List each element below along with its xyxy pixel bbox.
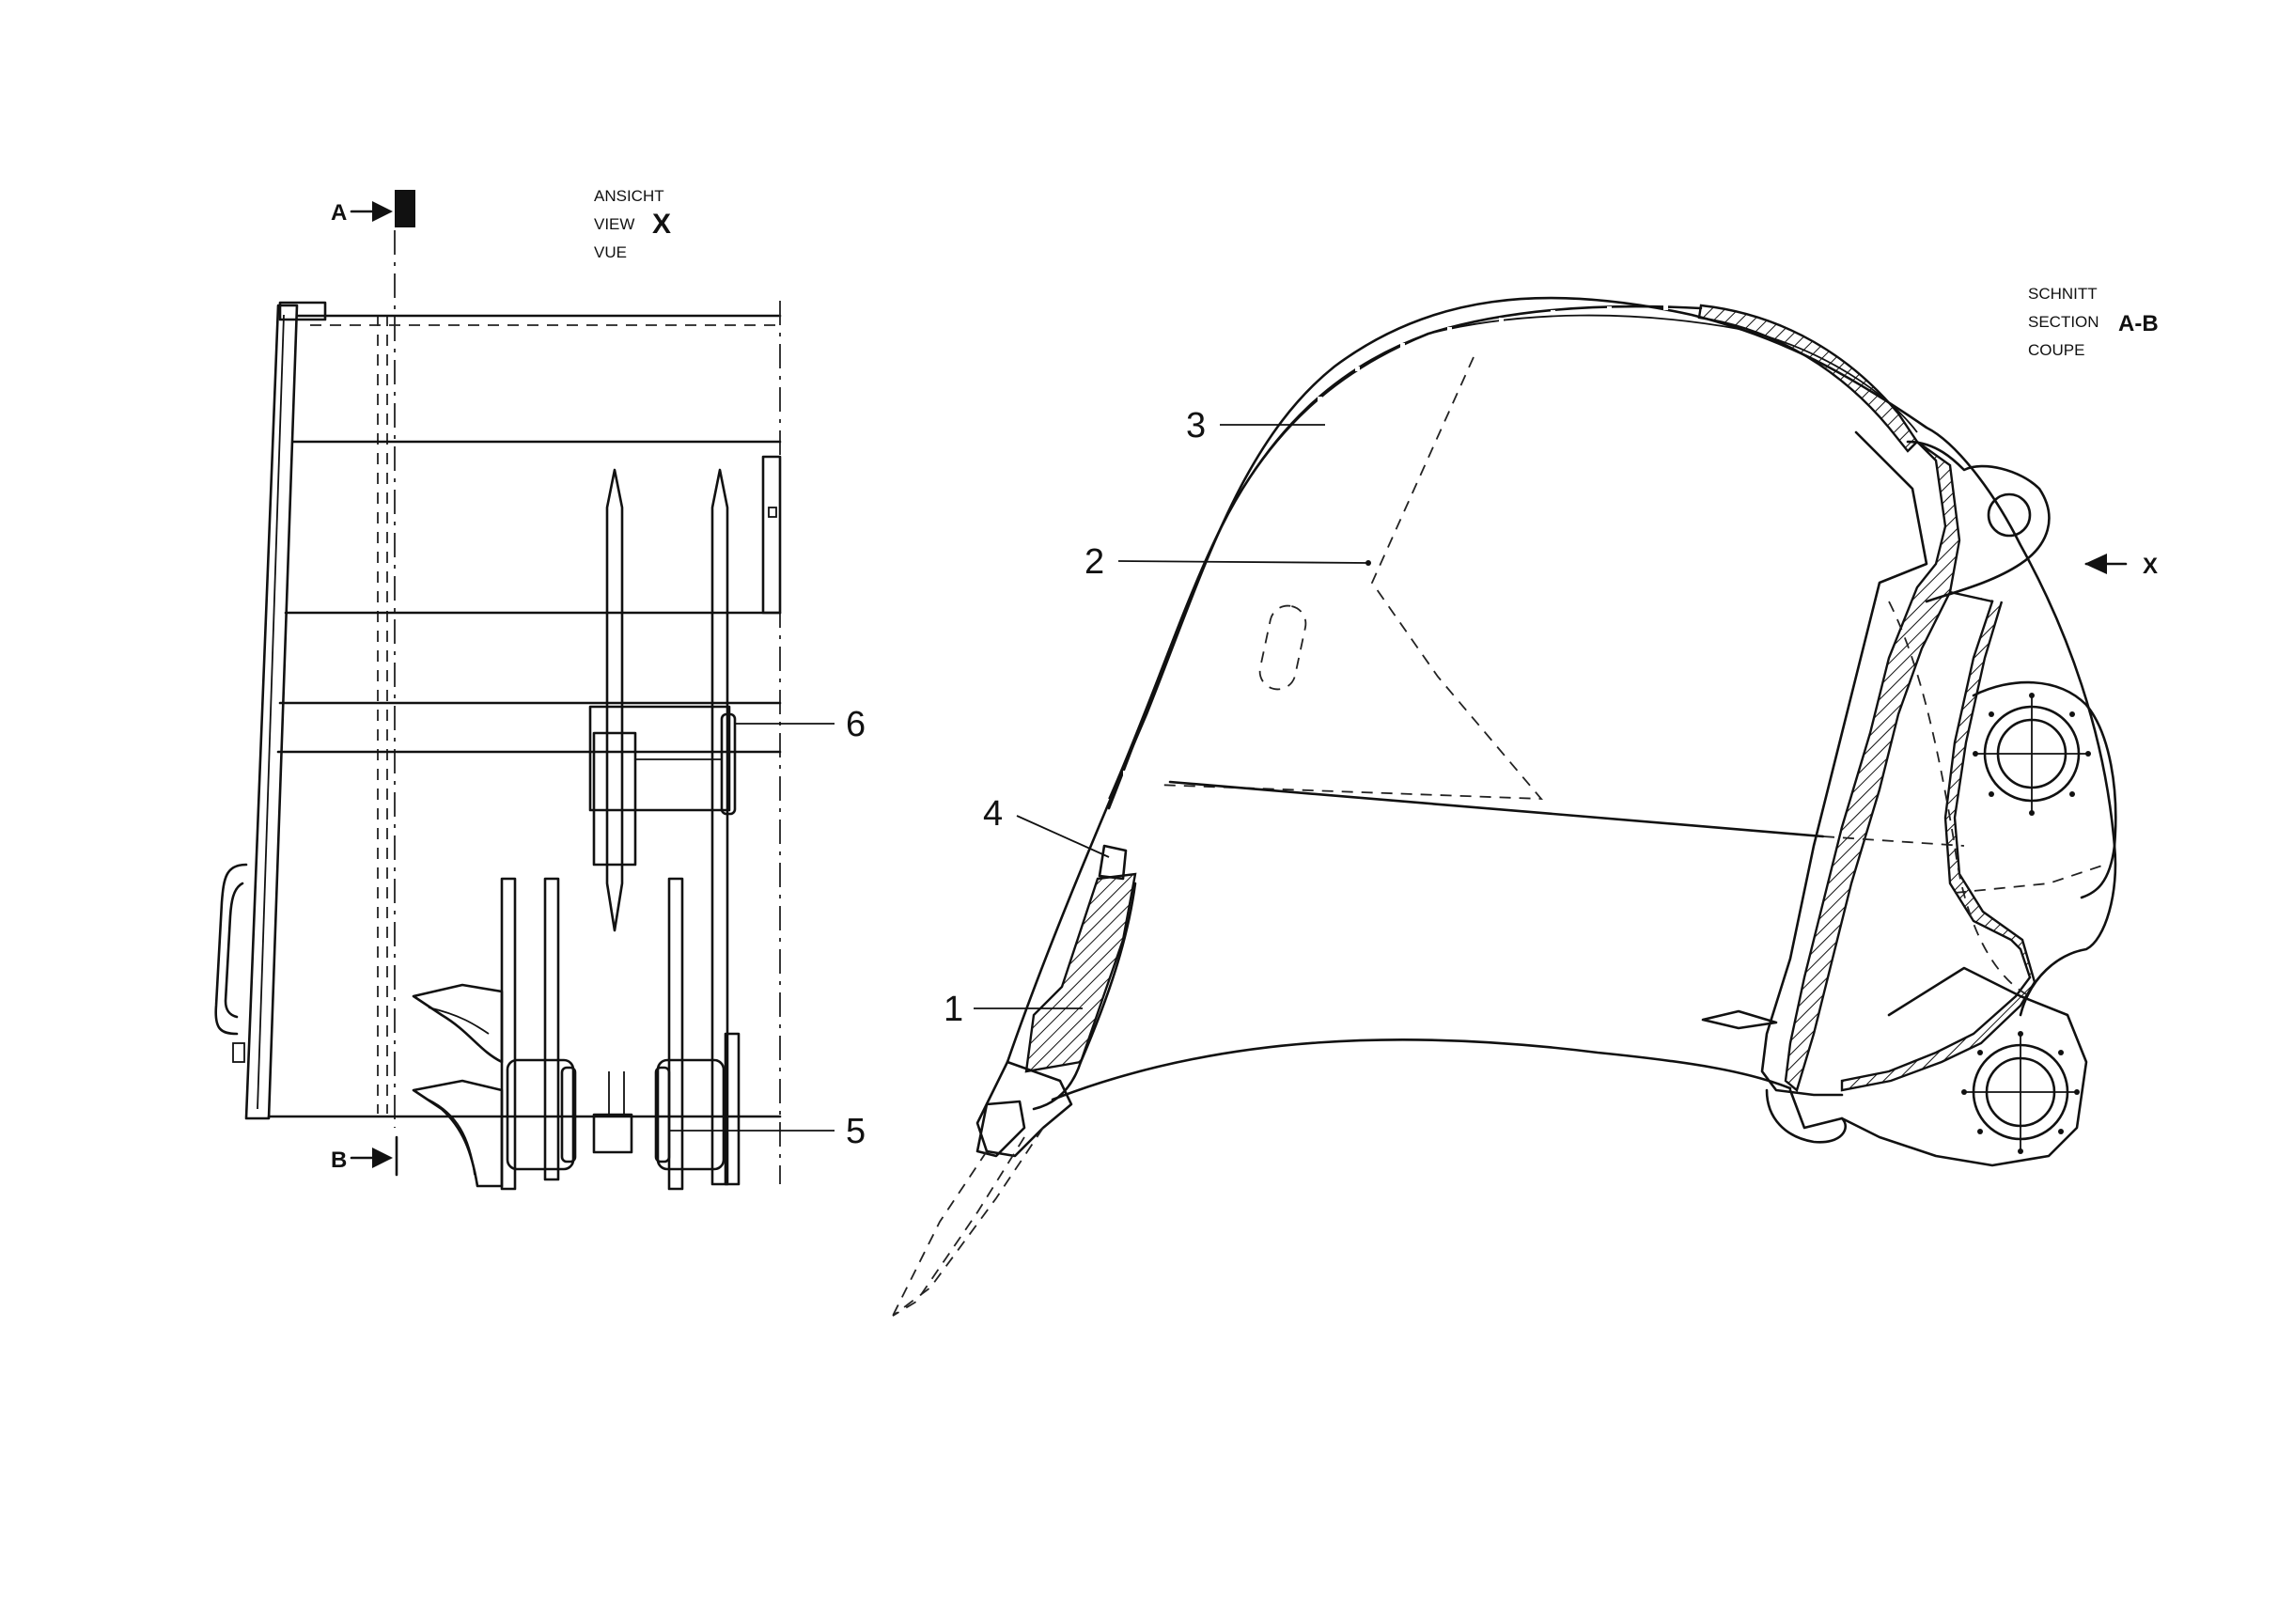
- section-letters: A-B: [2118, 311, 2159, 336]
- tooth-upper-line: [428, 1007, 490, 1035]
- tooth-ghost-3: [892, 1127, 1044, 1317]
- callout-2: 2: [1084, 542, 1104, 582]
- lifting-eye-boss: [1906, 440, 2051, 603]
- hidden-side-plate: [1155, 356, 1544, 800]
- lower-boss-right: [656, 1058, 726, 1171]
- side-hook-tab: [232, 1042, 245, 1063]
- hidden-rear-line-2: [1954, 864, 2106, 894]
- view-x-letter: X: [652, 209, 671, 240]
- upper-pivot-housing: [1972, 680, 2117, 899]
- lower-lug-4: [724, 1032, 741, 1186]
- upper-boss-left: [592, 731, 637, 867]
- tooth-ghost-2: [892, 1136, 1025, 1317]
- callout-1: 1: [944, 990, 963, 1029]
- upper-lug-right: [710, 468, 729, 1186]
- view-x-drawing: ANSICHT VIEW VUE X A B: [214, 187, 866, 1191]
- rear-frame-inner-outline: [1760, 430, 1928, 1097]
- callout-6: 6: [846, 705, 866, 744]
- wear-strip-4: [1098, 844, 1128, 881]
- bucket-bottom-curve: [1051, 1038, 1792, 1101]
- lip-outer-line: [1032, 882, 1137, 1111]
- cut-flag-a: [395, 190, 415, 227]
- top-corner-lip: [278, 301, 327, 321]
- side-wall-inner-line: [257, 314, 285, 1110]
- floor-line: [1168, 780, 1825, 838]
- view-arrow-x-letter: X: [2143, 554, 2158, 579]
- callout-4-leader: [1016, 815, 1110, 858]
- callout-2-dot: [1365, 560, 1371, 566]
- callout-2-leader: [1117, 560, 1369, 564]
- upper-pin-bolts: [1973, 693, 2091, 816]
- hidden-slot: [1258, 604, 1307, 691]
- view-x-label-line2: VIEW: [594, 215, 634, 233]
- callout-5: 5: [846, 1112, 866, 1151]
- cut-marker-b: B: [331, 1148, 347, 1173]
- lower-boss-right-cap: [654, 1066, 671, 1163]
- cut-arrowhead-b: [372, 1148, 393, 1168]
- tooth-upper: [412, 983, 504, 1064]
- tooth-tip: [975, 1100, 1026, 1158]
- heel-shoe: [1765, 1088, 1847, 1144]
- hidden-rear-line: [1888, 601, 2031, 997]
- tooth-adapter: [975, 1060, 1073, 1158]
- rear-frame-left-web: [1784, 441, 1961, 1093]
- rear-frame-right-web: [1840, 590, 2036, 1092]
- lifting-eye-hole: [1987, 492, 2032, 538]
- lower-pin-center: [592, 1113, 633, 1154]
- rear-wall-hatched: [1697, 304, 1919, 453]
- bucket-inner-shell: [1108, 314, 1918, 800]
- upper-pin-boss: [588, 705, 731, 812]
- right-bracket-notch: [768, 507, 777, 518]
- side-cutter-fin: [1701, 1009, 1778, 1030]
- view-arrowhead-x: [2084, 554, 2107, 574]
- section-label-line3: COUPE: [2028, 341, 2084, 359]
- lower-lug-2: [543, 877, 560, 1181]
- side-wall-outer: [244, 304, 299, 1120]
- section-label-line1: SCHNITT: [2028, 285, 2098, 303]
- view-x-label-line1: ANSICHT: [594, 187, 664, 205]
- cut-arrowhead-a: [372, 201, 393, 222]
- cut-marker-a: A: [331, 200, 347, 226]
- liner-bolts: [1123, 305, 1668, 775]
- tooth-lower: [412, 1079, 504, 1188]
- tooth-ghost-1: [892, 1150, 988, 1317]
- lower-boss-left: [506, 1058, 575, 1171]
- section-label-line2: SECTION: [2028, 313, 2099, 331]
- upper-lug-left: [605, 468, 624, 932]
- tooth-lower-line: [428, 1099, 476, 1176]
- callout-4: 4: [983, 794, 1003, 834]
- right-bracket: [761, 455, 782, 615]
- lower-boss-left-cap: [560, 1066, 577, 1163]
- floor-line-hidden: [1822, 835, 1965, 847]
- lower-pin-bolts: [1961, 1031, 2080, 1154]
- view-x-label-line3: VUE: [594, 243, 627, 261]
- lip-plate-hatched: [1024, 872, 1137, 1073]
- wear-liner-strip: [1107, 304, 1703, 810]
- lower-lug-3: [667, 877, 684, 1191]
- side-hook-inner: [224, 882, 244, 1019]
- bucket-outer-shell: [1006, 296, 2117, 1064]
- callout-3: 3: [1186, 406, 1206, 445]
- side-hook-outer: [214, 863, 248, 1036]
- upper-boss-cap: [720, 712, 737, 816]
- section-ab-drawing: SCHNITT SECTION COUPE A-B X: [892, 285, 2159, 1317]
